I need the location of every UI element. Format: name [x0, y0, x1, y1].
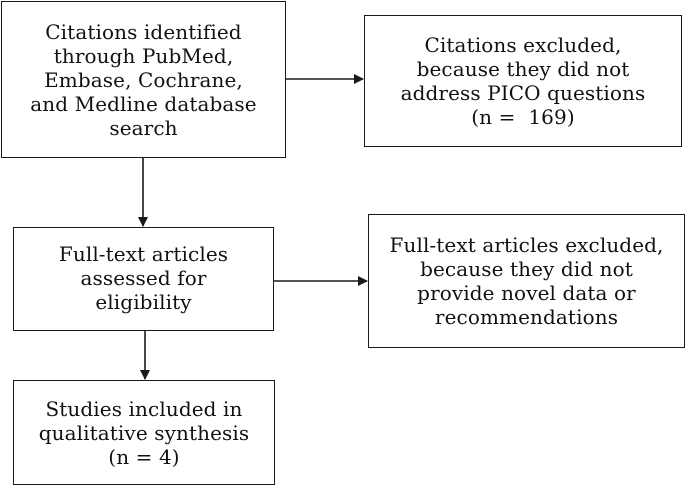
full-text-excluded-text: Full-text articles excluded, because the…	[389, 233, 663, 329]
full-text-assessed-box: Full-text articles assessed for eligibil…	[13, 227, 274, 331]
box-line: Full-text articles	[58, 242, 229, 266]
box-line: Studies included in	[45, 396, 243, 421]
box-line: address PICO questions	[400, 81, 646, 105]
studies-included-text: Studies included in qualitative synthesi…	[39, 397, 250, 469]
studies-included-box: Studies included in qualitative synthesi…	[13, 380, 275, 485]
box-line: because they did not	[420, 257, 633, 281]
box-line: (n = 169)	[471, 105, 575, 129]
box-line: eligibility	[95, 290, 192, 314]
box-line: Full-text articles excluded,	[389, 233, 664, 257]
box-line: and Medline database	[30, 91, 257, 116]
box-line: search	[109, 115, 178, 140]
citations-excluded-box: Citations excluded, because they did not…	[364, 15, 682, 147]
box-line: provide novel data or	[417, 281, 636, 305]
box-line: Citations excluded,	[424, 33, 622, 57]
box-line: through PubMed,	[53, 43, 234, 68]
records-identified-text: Citations identified through PubMed, Emb…	[30, 20, 256, 140]
full-text-assessed-text: Full-text articles assessed for eligibil…	[59, 228, 228, 332]
box-line: assessed for	[80, 266, 207, 290]
box-line: Citations identified	[45, 19, 242, 44]
box-line: recommendations	[434, 305, 619, 329]
box-line: Embase, Cochrane,	[44, 67, 243, 92]
box-line: (n = 4)	[108, 444, 180, 469]
box-line: because they did not	[416, 57, 630, 81]
records-identified-box: Citations identified through PubMed, Emb…	[1, 1, 286, 158]
citations-excluded-text: Citations excluded, because they did not…	[401, 33, 646, 129]
box-line: qualitative synthesis	[38, 420, 250, 445]
full-text-excluded-box: Full-text articles excluded, because the…	[368, 214, 685, 348]
